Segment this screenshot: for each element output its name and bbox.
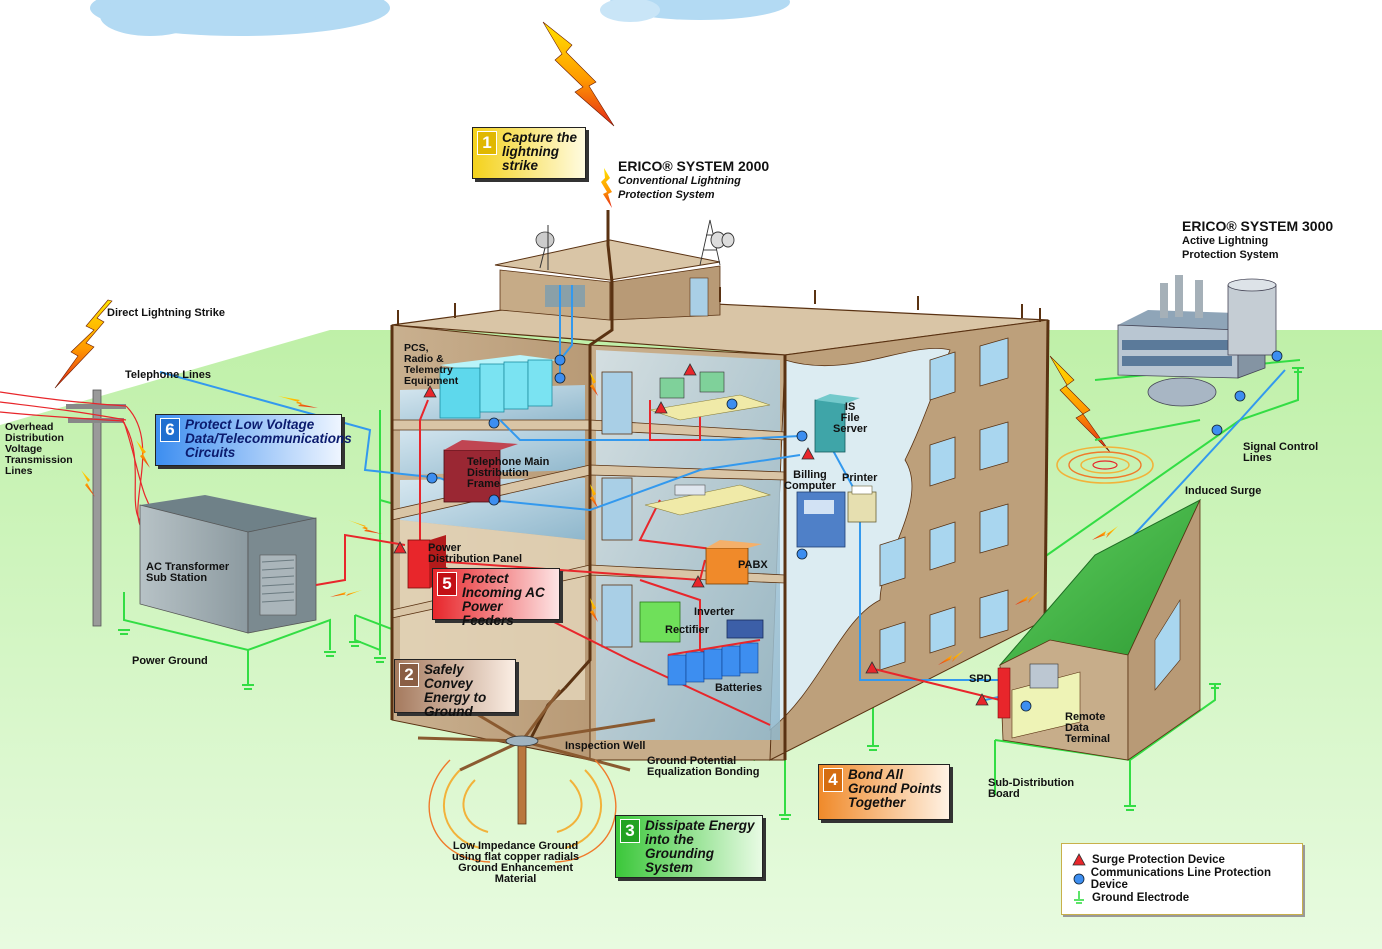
spd-label: SPD <box>969 673 992 685</box>
step-number: 1 <box>477 131 497 155</box>
system-2000-title: ERICO® SYSTEM 2000 Conventional Lightnin… <box>618 158 769 202</box>
batteries-bank <box>667 639 761 686</box>
ground-rod-icon <box>505 735 539 825</box>
ground-potential-label: Ground Potential Equalization Bonding <box>647 755 760 778</box>
telephone-distribution-frame <box>443 440 518 503</box>
rooftop-penthouse <box>494 239 721 321</box>
step-number: 5 <box>437 572 457 596</box>
pcs-equipment-label: PCS, Radio & Telemetry Equipment <box>404 342 459 387</box>
step-6-callout: 6 Protect Low Voltage Data/Telecommunica… <box>155 414 352 466</box>
legend-ground-label: Ground Electrode <box>1092 891 1190 904</box>
power-ground-label: Power Ground <box>132 655 208 667</box>
remote-terminal-label: Remote Data Terminal <box>1065 711 1111 745</box>
remote-terminal-building <box>997 498 1202 761</box>
inverter-label: Inverter <box>694 606 735 618</box>
comm-protection-device-icon <box>1073 873 1085 884</box>
system-2000-heading: ERICO® SYSTEM 2000 <box>618 158 770 174</box>
lightning-bolt-icon <box>542 21 615 127</box>
step-number: 6 <box>160 418 180 442</box>
telephone-frame-label: Telephone Main Distribution Frame <box>467 456 550 490</box>
system-2000-subtitle-1: Conventional Lightning <box>618 175 741 187</box>
step-3-callout: 3 Dissipate Energy into the Grounding Sy… <box>615 815 763 878</box>
printer-icon <box>847 485 877 523</box>
system-3000-subtitle-2: Protection System <box>1182 249 1279 261</box>
telephone-lines-label: Telephone Lines <box>125 369 211 381</box>
step-text: Capture the lightning strike <box>502 130 578 173</box>
ground-electrode-icon <box>1074 890 1084 904</box>
system-3000-subtitle-1: Active Lightning <box>1182 235 1269 247</box>
step-number: 4 <box>823 768 843 792</box>
office-desk <box>644 484 772 516</box>
surge-protection-device-icon <box>393 363 989 706</box>
ac-transformer-label: AC Transformer Sub Station <box>146 561 230 584</box>
legend: Surge Protection Device Communications L… <box>1061 843 1303 915</box>
system-3000-title: ERICO® SYSTEM 3000 Active Lightning Prot… <box>1182 218 1333 262</box>
antenna-tower-icon <box>699 219 735 266</box>
system-2000-subtitle-2: Protection System <box>618 189 715 201</box>
step-text: Dissipate Energy into the Grounding Syst… <box>645 818 755 875</box>
lightning-bolt-icon <box>54 299 113 389</box>
induced-surge-rings <box>1056 446 1154 484</box>
satellite-dish-icon <box>535 225 555 270</box>
legend-row-surge: Surge Protection Device <box>1072 850 1292 869</box>
billing-computer <box>796 491 846 548</box>
pabx-label: PABX <box>738 559 768 571</box>
surge-bolt-icon <box>81 372 1118 665</box>
inspection-well-label: Inspection Well <box>565 740 646 752</box>
power-panel-label: Power Distribution Panel <box>428 542 523 565</box>
low-impedance-label: Low Impedance Ground using flat copper r… <box>452 840 580 885</box>
inverter-unit <box>726 619 764 639</box>
printer-label: Printer <box>842 472 878 484</box>
legend-surge-label: Surge Protection Device <box>1092 853 1225 866</box>
signal-control-label: Signal Control Lines <box>1243 441 1319 464</box>
billing-computer-label: Billing Computer <box>784 469 836 492</box>
office-desk <box>649 371 771 421</box>
batteries-label: Batteries <box>715 682 763 694</box>
air-terminal-icon <box>397 287 1041 325</box>
legend-row-ground: Ground Electrode <box>1072 888 1292 907</box>
is-server-label: IS File Server <box>833 401 868 435</box>
energy-dissipation-rings <box>428 759 617 863</box>
step-text: Safely Convey Energy to Ground <box>424 662 487 719</box>
utility-pole <box>66 389 126 627</box>
industrial-facility <box>1117 275 1277 407</box>
surge-protection-device-icon <box>1072 852 1086 865</box>
pabx-unit <box>705 540 762 585</box>
legend-row-comm: Communications Line Protection Device <box>1072 866 1292 891</box>
down-conductor <box>390 210 1050 760</box>
ground-radials <box>417 689 656 772</box>
induced-surge-label: Induced Surge <box>1185 485 1262 497</box>
step-number: 2 <box>399 663 419 687</box>
legend-comm-label: Communications Line Protection Device <box>1090 866 1271 891</box>
overhead-lines-label: Overhead Distribution Voltage Transmissi… <box>5 421 73 477</box>
rectifier-label: Rectifier <box>665 624 710 636</box>
rectifier-unit <box>639 601 681 643</box>
sub-distribution-label: Sub-Distribution Board <box>988 777 1075 800</box>
system-3000-heading: ERICO® SYSTEM 3000 <box>1182 218 1334 234</box>
step-text: Protect Incoming AC Power Feeders <box>462 571 545 628</box>
step-2-callout: 2 Safely Convey Energy to Ground <box>394 659 516 719</box>
is-file-server <box>814 394 860 453</box>
ground-electrode-icon <box>118 367 1304 820</box>
comm-protection-device-icon <box>426 350 1283 712</box>
pcs-radio-telemetry-rack <box>439 355 558 419</box>
step-text: Protect Low Voltage Data/Telecommunicati… <box>185 417 352 460</box>
step-4-callout: 4 Bond All Ground Points Together <box>818 764 950 820</box>
lightning-bolt-icon <box>601 168 612 208</box>
step-1-callout: 1 Capture the lightning strike <box>472 127 586 179</box>
step-5-callout: 5 Protect Incoming AC Power Feeders <box>432 568 560 628</box>
ac-transformer-substation <box>139 495 317 634</box>
step-number: 3 <box>620 819 640 843</box>
cloud-shape <box>90 0 790 36</box>
direct-strike-label: Direct Lightning Strike <box>107 307 225 319</box>
step-text: Bond All Ground Points Together <box>848 767 942 810</box>
